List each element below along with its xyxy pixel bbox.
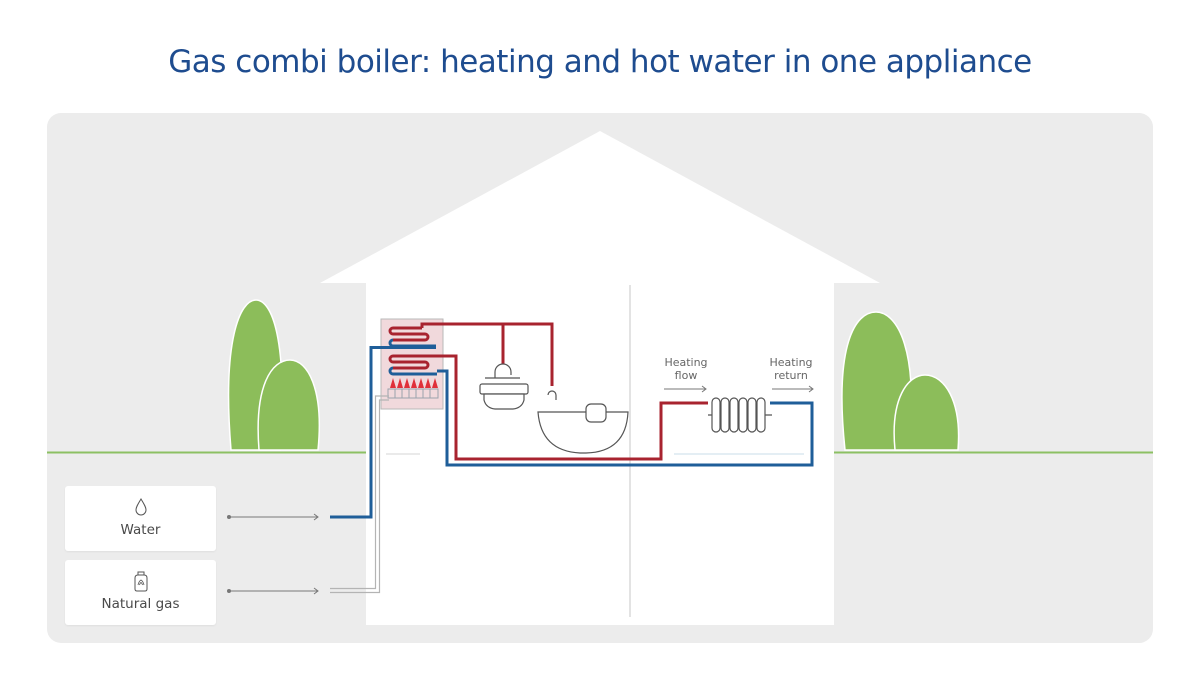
gas-canister-icon bbox=[134, 571, 147, 592]
heating-return-label-line2: return bbox=[774, 369, 808, 382]
water-supply-arrow bbox=[227, 513, 319, 521]
heating-return-pipe bbox=[437, 369, 814, 467]
heating-flow-label-line1: Heating bbox=[664, 356, 707, 369]
burner-bar bbox=[387, 388, 439, 399]
heating-return-arrow bbox=[772, 385, 814, 393]
boiler-unit bbox=[380, 318, 445, 410]
bath-icon bbox=[537, 390, 629, 454]
water-drop-icon bbox=[134, 498, 147, 516]
heating-flow-label-line2: flow bbox=[675, 369, 698, 382]
sink-icon bbox=[479, 363, 529, 410]
page-title: Gas combi boiler: heating and hot water … bbox=[168, 44, 1032, 80]
gas-source-card: Natural gas bbox=[65, 560, 216, 625]
house-roof bbox=[320, 131, 880, 283]
burner-flames-icon bbox=[390, 378, 438, 388]
gas-supply-arrow bbox=[227, 587, 319, 595]
hot-water-pipe bbox=[420, 322, 554, 386]
tree-right bbox=[841, 311, 960, 451]
radiator-icon bbox=[708, 397, 772, 433]
cold-water-inlet-pipe bbox=[330, 346, 436, 519]
water-label: Water bbox=[120, 522, 161, 538]
tree-left bbox=[227, 299, 320, 451]
gas-label: Natural gas bbox=[101, 596, 180, 612]
heating-flow-arrow bbox=[664, 385, 707, 393]
gas-pipe bbox=[330, 395, 389, 594]
water-source-card: Water bbox=[65, 486, 216, 551]
heating-return-label-line1: Heating bbox=[769, 356, 812, 369]
heating-flow-pipe bbox=[445, 354, 708, 461]
